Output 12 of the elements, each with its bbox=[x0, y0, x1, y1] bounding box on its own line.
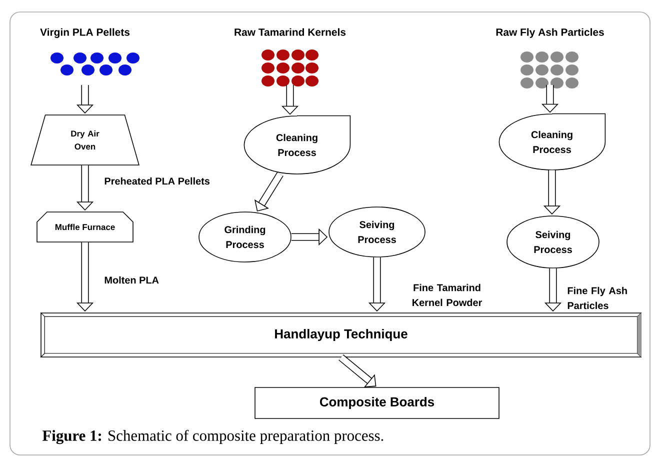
material-label: Raw Tamarind Kernels bbox=[234, 28, 346, 36]
edge-label: Fine Fly Ash Particles bbox=[568, 286, 627, 310]
material-label: Raw Fly Ash Particles bbox=[496, 28, 604, 38]
edge-label: Fine Tamarind Kernel Powder bbox=[412, 284, 482, 306]
material-label: Virgin PLA Pellets bbox=[40, 28, 130, 38]
furnace-box: Muffle Furnace bbox=[36, 212, 134, 242]
edge-label: Molten PLA bbox=[104, 276, 159, 284]
figure-caption: Figure 1: Schematic of composite preparation process. bbox=[42, 430, 384, 444]
output-box: Composite Boards bbox=[254, 387, 500, 419]
process-band: Handlayup Technique bbox=[40, 312, 642, 358]
block-arrow bbox=[338, 354, 376, 388]
edge-label: Preheated PLA Pellets bbox=[104, 177, 210, 185]
